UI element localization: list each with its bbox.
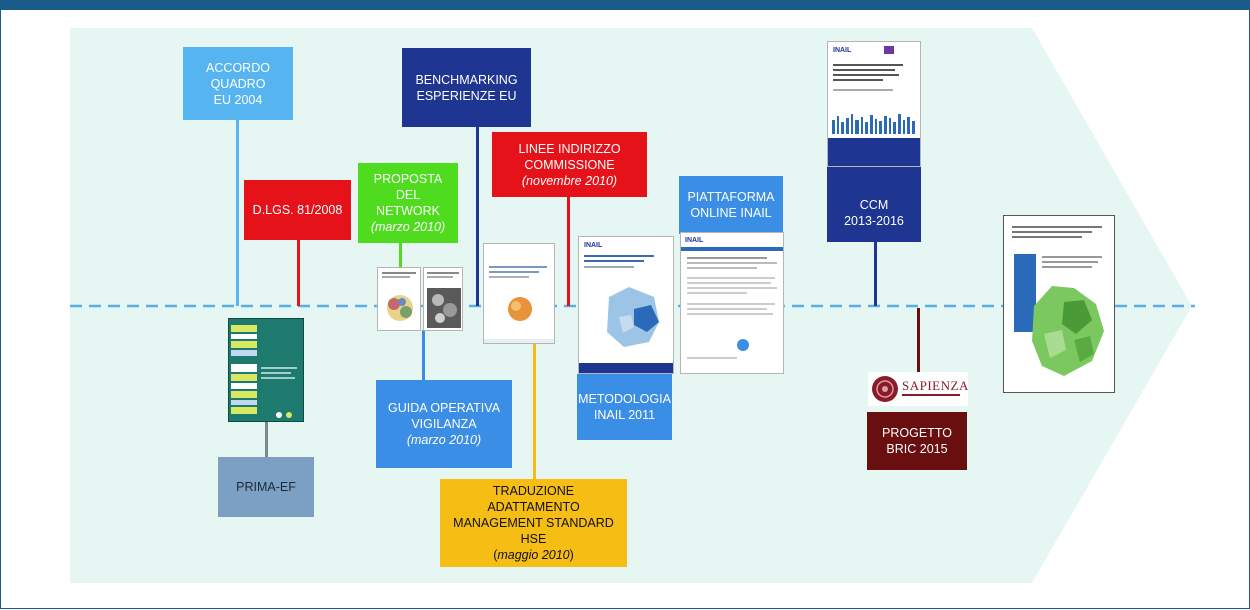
top-banner (0, 0, 1250, 10)
inail-logo: INAIL (584, 242, 603, 249)
doc-prima-ef-cover (228, 318, 304, 422)
stem-benchmarking (476, 127, 479, 306)
box-traduzione: TRADUZIONE ADATTAMENTO MANAGEMENT STANDA… (440, 479, 627, 567)
inail-metodologia-art (579, 255, 673, 373)
sapienza-seal-icon (872, 376, 898, 402)
box-benchmarking: BENCHMARKING ESPERIENZE EU (402, 48, 531, 127)
box-guida-operativa: GUIDA OPERATIVA VIGILANZA (marzo 2010) (376, 380, 512, 468)
box-linee-indirizzo: LINEE INDIRIZZO COMMISSIONE (novembre 20… (492, 132, 647, 197)
inail-logo-2: INAIL (685, 237, 704, 244)
doc-hse-cover (483, 243, 555, 344)
stem-ccm (874, 240, 877, 306)
ccm-cover-art (828, 46, 920, 166)
box-prima-ef: PRIMA-EF (218, 457, 314, 517)
box-accordo-quadro: ACCORDO QUADRO EU 2004 (183, 47, 293, 120)
piattaforma-screenshot-art (681, 247, 783, 359)
box-piattaforma: PIATTAFORMA ONLINE INAIL (679, 176, 783, 234)
box-metodologia: METODOLOGIA INAIL 2011 (577, 374, 672, 440)
stem-traduzione (533, 344, 536, 479)
box-proposta: PROPOSTA DEL NETWORK (marzo 2010) (358, 163, 458, 243)
doc-proposta-cover-1 (377, 267, 421, 331)
bric-cover-art (1012, 226, 1104, 376)
stem-guida (422, 330, 425, 380)
sapienza-subline (902, 394, 960, 396)
hse-cover-art (484, 266, 554, 343)
box-dlgs: D.LGS. 81/2008 (244, 180, 351, 240)
doc-piattaforma-screenshot: INAIL (680, 232, 784, 374)
box-ccm: CCM 2013-2016 (827, 166, 921, 242)
inail-logo-3: INAIL (833, 47, 852, 54)
proposta-cover-2-art (427, 272, 461, 328)
sapienza-wordmark: SAPIENZA (902, 378, 969, 393)
doc-inail-metodologia-cover: INAIL (578, 236, 674, 374)
prima-ef-cover-art (231, 325, 297, 418)
doc-proposta-cover-2 (423, 267, 463, 331)
proposta-cover-1-art (382, 272, 416, 321)
stem-prima (265, 420, 268, 458)
stem-accordo (236, 120, 239, 306)
sapienza-logo: SAPIENZA (868, 372, 968, 406)
box-progetto-bric: PROGETTO BRIC 2015 (867, 412, 967, 470)
doc-ccm-cover: INAIL (827, 41, 921, 167)
doc-bric-cover (1003, 215, 1115, 393)
stem-progetto (917, 308, 920, 373)
stem-dlgs (297, 206, 300, 306)
stem-proposta (399, 243, 402, 267)
stem-linee (567, 197, 570, 306)
